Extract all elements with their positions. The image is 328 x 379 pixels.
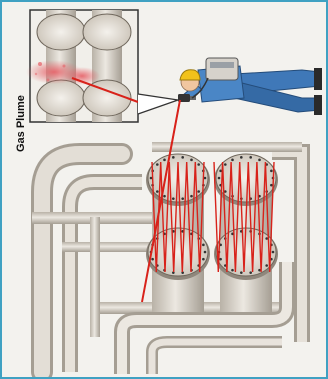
- flange-bolt: [156, 163, 159, 166]
- gas-detector-icon: [206, 58, 238, 80]
- inset-flange-1: [37, 14, 85, 50]
- pipe-bottom-lower: [152, 342, 282, 374]
- flange-bolt: [265, 264, 268, 267]
- flange-bolt: [151, 258, 154, 261]
- flange-top-left: [146, 154, 210, 206]
- pipe-horizontal-top: [152, 142, 302, 152]
- flange-bolt: [224, 163, 227, 166]
- flange-bolt: [249, 156, 252, 159]
- flange-bolt: [219, 258, 222, 261]
- hard-hat: [180, 70, 200, 80]
- pipe-vertical-left: [90, 217, 100, 337]
- flange-bolt: [181, 197, 184, 200]
- flange-bolt: [163, 195, 166, 198]
- flange-bolt: [190, 195, 193, 198]
- pipe-left-inner: [70, 182, 142, 372]
- flange-bolt: [272, 251, 275, 254]
- flange-bolt: [156, 190, 159, 193]
- flange-bolt: [197, 163, 200, 166]
- flange-bolt: [163, 159, 166, 162]
- flange-bolt: [197, 190, 200, 193]
- flange-bolt: [172, 156, 175, 159]
- flange-bolt: [181, 156, 184, 159]
- flange-bolt: [258, 159, 261, 162]
- flange-bolt: [240, 271, 243, 274]
- flange-bolt: [231, 269, 234, 272]
- flange-bolt: [172, 197, 175, 200]
- flange-bolt: [270, 170, 273, 173]
- flange-bolt: [202, 244, 205, 247]
- inset-callout-pointer: [138, 94, 178, 114]
- pipe-horizontal-1: [32, 212, 172, 224]
- flange-bolt: [231, 159, 234, 162]
- gas-leak-detection-illustration: [2, 2, 326, 377]
- inset-flange-3: [37, 80, 85, 116]
- flange-bolt: [265, 237, 268, 240]
- inset-flange-2: [83, 14, 131, 50]
- flange-bolt: [218, 177, 221, 180]
- worker-icon: [178, 58, 322, 115]
- flange-bolt: [202, 258, 205, 261]
- flange-bolt: [240, 156, 243, 159]
- gas-plume-label: Gas Plume: [15, 95, 27, 152]
- flange-bolt: [270, 184, 273, 187]
- flange-bolt: [249, 271, 252, 274]
- flange-bolt: [204, 251, 207, 254]
- inset-zoom: [26, 10, 178, 122]
- flange-bolt: [190, 159, 193, 162]
